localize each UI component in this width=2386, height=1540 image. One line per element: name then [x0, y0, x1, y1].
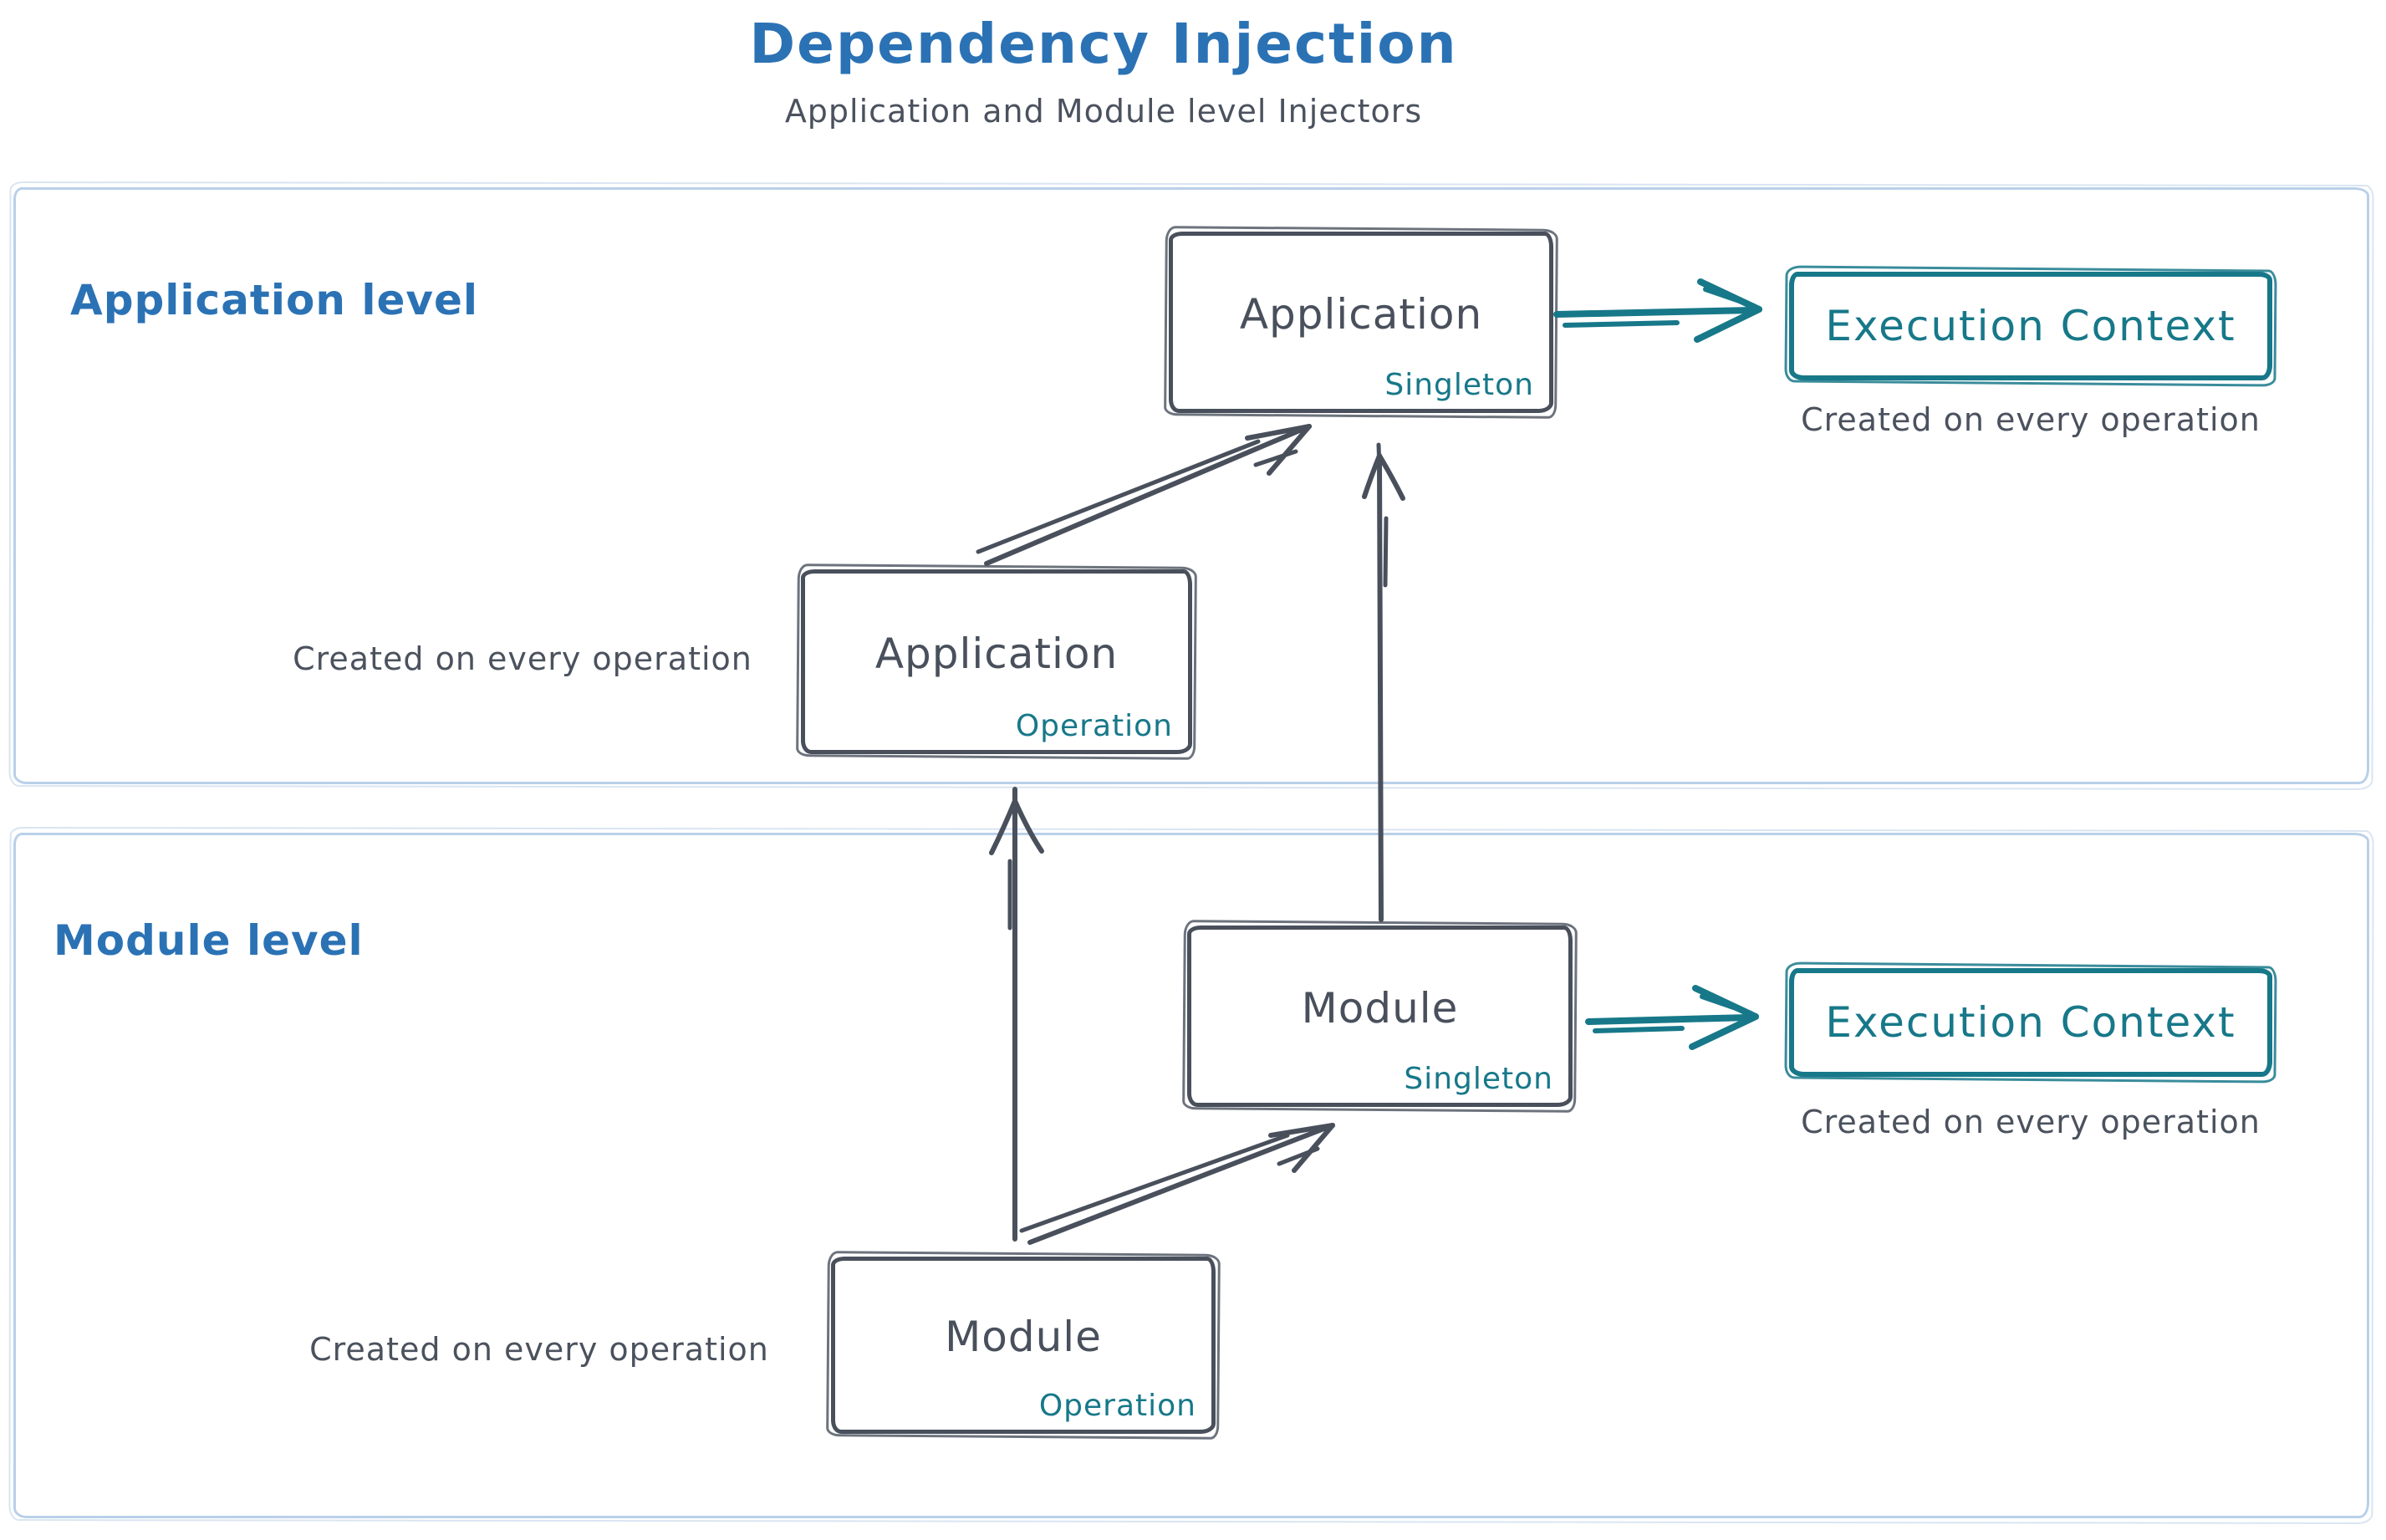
module-level-container: [13, 833, 2369, 1518]
application-operation-caption: Created on every operation: [293, 640, 752, 677]
module-execution-context-label: Execution Context: [1825, 998, 2236, 1047]
application-level-label: Application level: [70, 276, 479, 324]
module-singleton-scope: Singleton: [1404, 1062, 1553, 1096]
application-operation-scope: Operation: [1015, 709, 1173, 743]
application-execution-context-caption: Created on every operation: [1801, 401, 2261, 438]
application-operation-box: Application Operation: [801, 569, 1192, 754]
module-singleton-box: Module Singleton: [1187, 926, 1573, 1107]
module-execution-context-caption: Created on every operation: [1801, 1104, 2261, 1140]
application-execution-context-label: Execution Context: [1825, 302, 2236, 350]
module-operation-box: Module Operation: [831, 1257, 1216, 1434]
application-execution-context-box: Execution Context: [1789, 272, 2272, 380]
module-operation-title: Module: [945, 1313, 1102, 1361]
application-level-container: [13, 187, 2369, 784]
module-level-label: Module level: [54, 916, 364, 965]
module-execution-context-box: Execution Context: [1789, 968, 2272, 1077]
application-singleton-title: Application: [1239, 289, 1483, 339]
page-title: Dependency Injection: [749, 12, 1458, 76]
application-operation-title: Application: [874, 629, 1119, 678]
application-singleton-box: Application Singleton: [1169, 232, 1553, 413]
module-singleton-title: Module: [1301, 983, 1459, 1033]
module-operation-caption: Created on every operation: [309, 1331, 769, 1368]
application-singleton-scope: Singleton: [1384, 368, 1534, 402]
page-subtitle: Application and Module level Injectors: [784, 93, 1423, 130]
module-operation-scope: Operation: [1038, 1389, 1196, 1423]
diagram-header: Dependency Injection Application and Mod…: [677, 12, 1530, 130]
